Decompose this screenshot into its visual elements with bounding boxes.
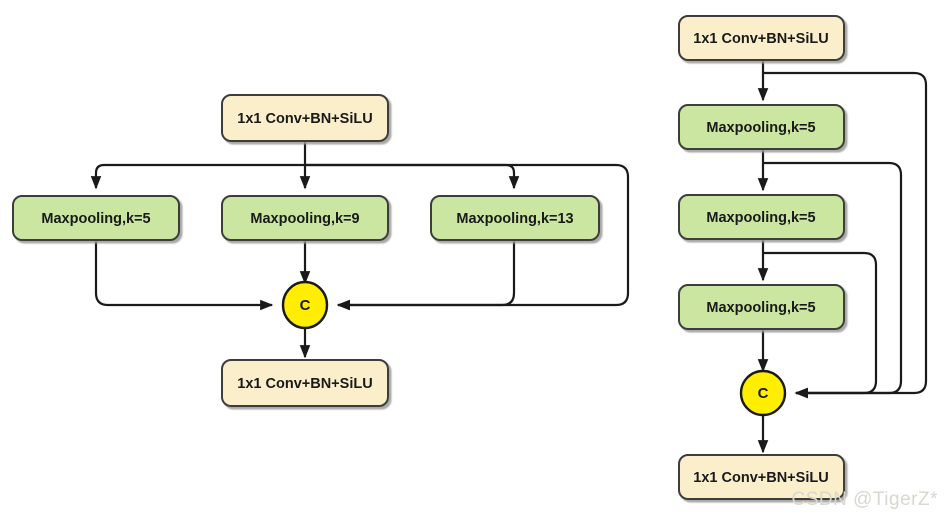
left-input-conv-label: 1x1 Conv+BN+SiLU xyxy=(237,111,372,127)
right-output-conv-node[interactable]: 1x1 Conv+BN+SiLU xyxy=(678,454,845,500)
left-pool-k13-node[interactable]: Maxpooling,k=13 xyxy=(430,195,600,241)
left-pool-k5-node[interactable]: Maxpooling,k=5 xyxy=(12,195,180,241)
left-output-conv-node[interactable]: 1x1 Conv+BN+SiLU xyxy=(221,359,389,407)
right-pool-1-node[interactable]: Maxpooling,k=5 xyxy=(678,104,845,150)
right-pool-1-label: Maxpooling,k=5 xyxy=(706,120,815,136)
right-pool-2-box[interactable] xyxy=(678,194,845,240)
left-pool-k9-box[interactable] xyxy=(221,195,389,241)
edge-skip-3-to-concat xyxy=(763,251,878,399)
edge-skip-2-to-concat xyxy=(763,161,903,399)
left-pool-k13-box[interactable] xyxy=(430,195,600,241)
right-output-conv-label: 1x1 Conv+BN+SiLU xyxy=(693,470,828,486)
right-edges xyxy=(757,58,928,454)
right-input-conv-label: 1x1 Conv+BN+SiLU xyxy=(693,31,828,47)
right-concat-node[interactable]: C xyxy=(739,369,787,417)
right-pool-1-box[interactable] xyxy=(678,104,845,150)
right-pool-3-box[interactable] xyxy=(678,284,845,330)
right-pool-3-label: Maxpooling,k=5 xyxy=(706,300,815,316)
left-input-conv-node[interactable]: 1x1 Conv+BN+SiLU xyxy=(221,94,389,142)
left-edges xyxy=(90,141,630,359)
edge-input-to-pool13 xyxy=(305,163,520,190)
right-pool-2-label: Maxpooling,k=5 xyxy=(706,210,815,226)
left-concat-node[interactable]: C xyxy=(281,280,329,330)
left-output-conv-label: 1x1 Conv+BN+SiLU xyxy=(237,376,372,392)
edge-pool5-to-concat xyxy=(94,240,274,311)
edge-input-to-pool5 xyxy=(90,163,305,190)
right-diagram-sppf: 1x1 Conv+BN+SiLU Maxpooling,k=5 Maxpooli… xyxy=(678,15,928,500)
left-pool-k9-node[interactable]: Maxpooling,k=9 xyxy=(221,195,389,241)
edge-pool13-to-concat xyxy=(336,240,516,311)
right-input-conv-box[interactable] xyxy=(678,15,845,61)
left-concat-circle[interactable] xyxy=(281,280,329,330)
right-concat-label: C xyxy=(758,385,769,402)
right-concat-circle[interactable] xyxy=(739,369,787,417)
right-input-conv-node[interactable]: 1x1 Conv+BN+SiLU xyxy=(678,15,845,61)
right-pool-2-node[interactable]: Maxpooling,k=5 xyxy=(678,194,845,240)
left-output-conv-box[interactable] xyxy=(221,359,389,407)
left-pool-k5-box[interactable] xyxy=(12,195,180,241)
watermark: CSDN @TigerZ* xyxy=(792,489,939,510)
edge-skip-1-to-concat xyxy=(763,71,928,399)
left-diagram-spp: 1x1 Conv+BN+SiLU Maxpooling,k=5 Maxpooli… xyxy=(12,94,630,407)
left-concat-label: C xyxy=(300,297,311,314)
right-pool-3-node[interactable]: Maxpooling,k=5 xyxy=(678,284,845,330)
left-input-conv-box[interactable] xyxy=(221,94,389,142)
right-output-conv-box[interactable] xyxy=(678,454,845,500)
edge-input-skip-to-concat xyxy=(305,163,630,311)
left-pool-k5-label: Maxpooling,k=5 xyxy=(41,211,150,227)
left-pool-k13-label: Maxpooling,k=13 xyxy=(456,211,573,227)
left-pool-k9-label: Maxpooling,k=9 xyxy=(250,211,359,227)
